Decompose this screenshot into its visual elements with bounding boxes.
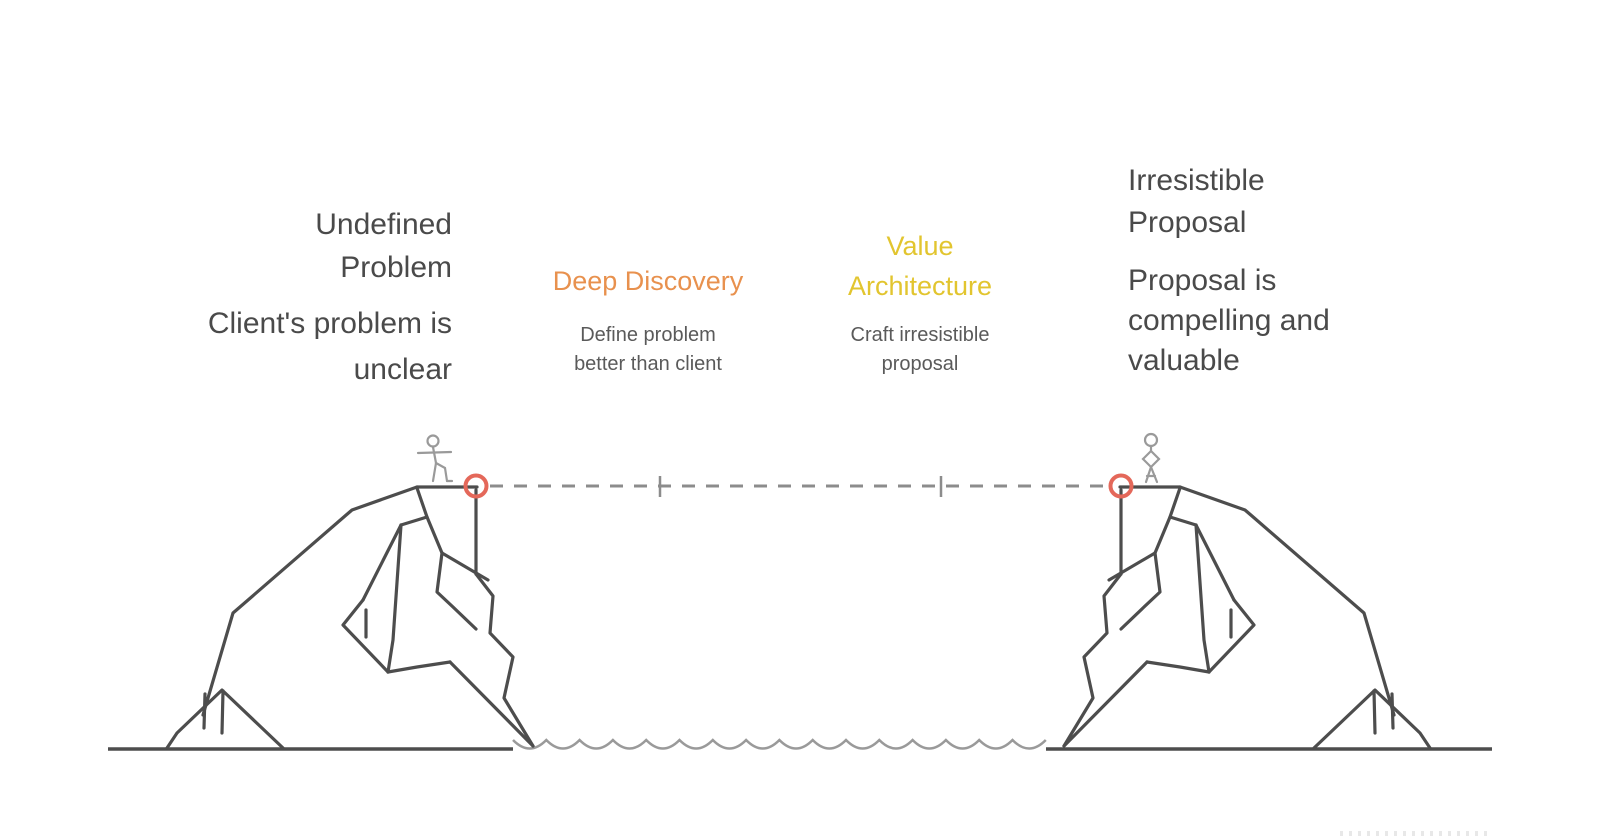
deep-discovery-description: Define problem better than client <box>574 324 722 375</box>
left-cliff <box>165 485 535 750</box>
value-architecture-description: Craft irresistible proposal <box>850 324 990 375</box>
figure-head <box>426 434 440 448</box>
right-cliff <box>1062 485 1432 750</box>
value-architecture-label: Value Architecture <box>847 231 993 301</box>
irresistible-proposal-description: Proposal is compelling and valuable <box>1128 264 1330 377</box>
climber-figure-left <box>416 434 454 483</box>
figure-leg <box>431 461 438 483</box>
figure-torso <box>431 445 438 465</box>
anchor-circle-left <box>463 473 489 499</box>
anchor-circle-right <box>1108 473 1134 499</box>
undefined-problem-title: Undefined Problem <box>315 208 452 284</box>
figure-leg <box>1144 465 1153 484</box>
irresistible-proposal-title: Irresistible Proposal <box>1128 164 1265 239</box>
deep-discovery-label: Deep Discovery <box>552 266 744 296</box>
gap-dashed-line <box>490 476 1109 497</box>
figure-arms-akimbo <box>1141 449 1161 469</box>
standing-figure-right <box>1141 432 1161 484</box>
undefined-problem-description: Client's problem is unclear <box>207 307 452 386</box>
figure-leg <box>1149 465 1159 484</box>
water-wave-line <box>512 738 1047 750</box>
figure-head <box>1143 432 1159 448</box>
clipped-watermark-remnant <box>1340 831 1490 836</box>
figure-bent-leg <box>434 461 449 483</box>
